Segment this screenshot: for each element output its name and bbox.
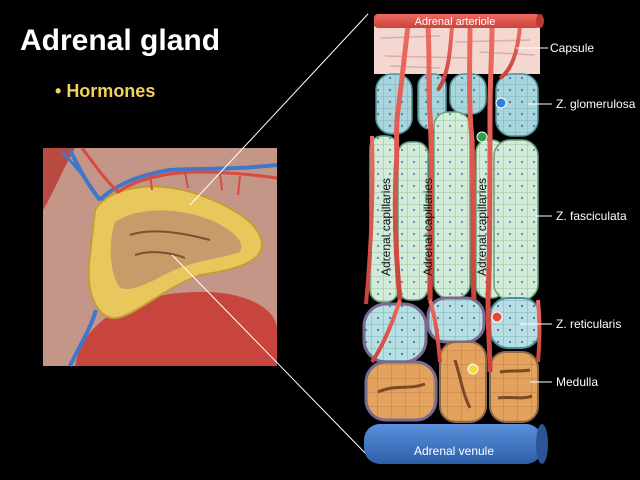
zoom-line-bottom [171,254,369,457]
medulla-cluster-3 [489,351,539,423]
bullet-hormones: • Hormones [55,81,156,101]
fasciculata-column-5 [493,139,539,301]
adrenal-venule [364,424,542,464]
medulla-cluster-2 [439,341,487,423]
venule-end [536,424,548,464]
fasciculata-column-3 [433,111,471,299]
capillary-label-2: Adrenal capillaries [421,178,435,276]
reticularis-marker [491,311,503,323]
gland-inset [43,147,278,367]
callout-lines [516,47,552,383]
capillary-label-3: Adrenal capillaries [475,178,489,276]
medulla-vessels [377,359,533,409]
arteriole-end [536,14,544,28]
capillary-network [364,25,542,373]
inset-artery [80,147,278,194]
fasciculata-marker [476,131,488,143]
slide-title: Adrenal gland [20,24,221,57]
medulla-texture [129,230,211,259]
glomerulosa-label: Z. glomerulosa [556,97,636,111]
zoom-line-top [189,13,369,206]
medulla-marker [467,363,479,375]
medulla-label: Medulla [556,375,598,389]
bullet-text: Hormones [66,81,156,101]
inset-lower-vein [68,309,98,367]
glomerulosa-cluster-1 [375,73,413,135]
fasciculata-label: Z. fasciculata [556,209,627,223]
adrenal-arteriole [374,14,540,28]
fasciculata-column-2 [397,141,429,301]
capsule-label: Capsule [550,41,594,55]
reticularis-cluster-3 [489,297,541,349]
capillary-label-1: Adrenal capillaries [379,178,393,276]
venule-label: Adrenal venule [414,444,494,458]
glomerulosa-marker [495,97,507,109]
arteriole-label: Adrenal arteriole [415,16,496,28]
medulla-cluster-1 [364,360,438,422]
reticularis-label: Z. reticularis [556,317,621,331]
inset-artery-branches [149,171,241,196]
gland-medulla [110,210,242,290]
kidney-edge [43,148,75,210]
zone-diagram: Adrenal arteriole Adrenal venule Adrenal… [362,14,636,464]
inset-vein-branch [60,150,102,201]
